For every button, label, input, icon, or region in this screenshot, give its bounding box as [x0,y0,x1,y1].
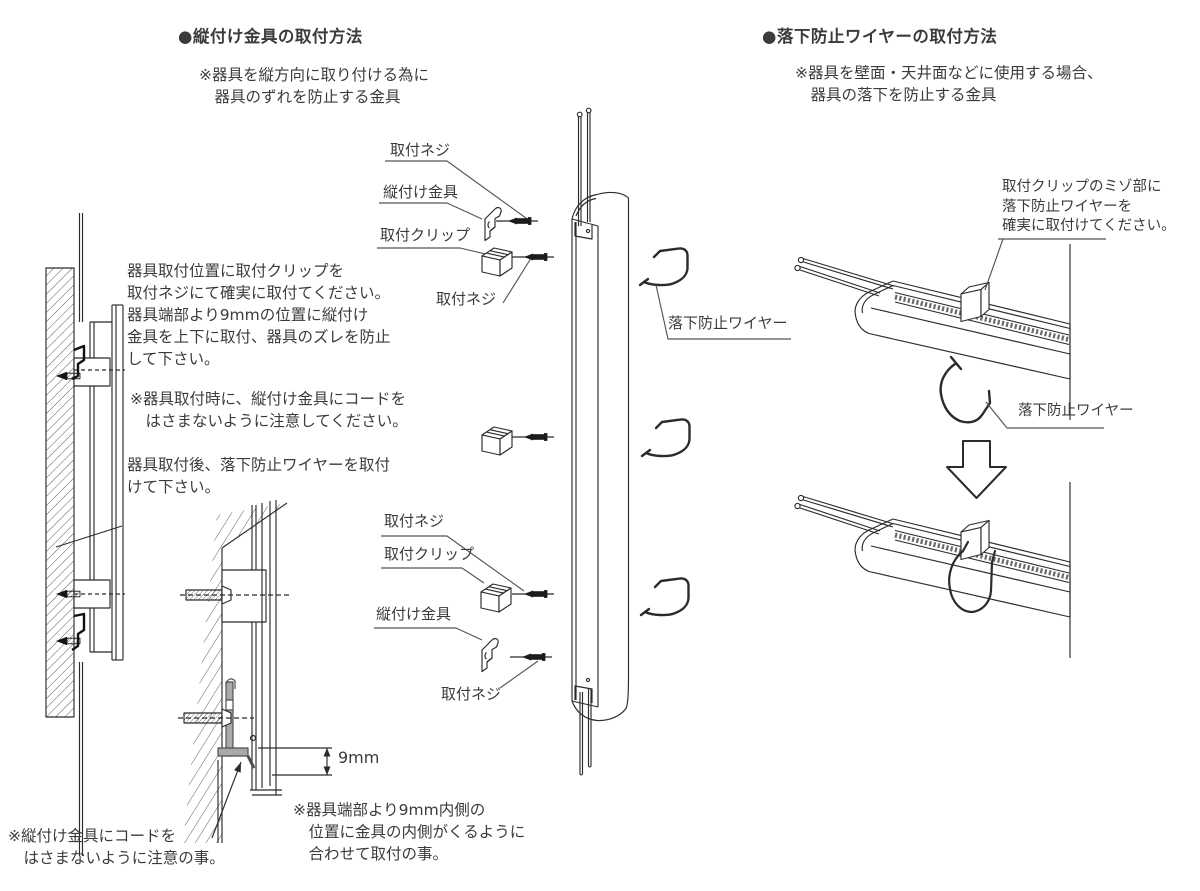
wall-section-drawing [45,213,125,856]
bracket-parts-upper [377,160,555,304]
subtitle-fall-prevention: ※器具を壁面・天井面などに使用する場合、 器具の落下を防止する金具 [795,64,1103,104]
label-screw-lower-top: 取付ネジ [384,512,445,530]
instruction-paragraph-2: ※器具取付時に、縦付け金具にコードを はさまないように注意してください。 [130,390,408,430]
label-clip-upper: 取付クリップ [380,226,471,244]
bracket-parts-lower [374,535,555,689]
instruction-paragraph-3: 器具取付後、落下防止ワイヤーを取付 けて下さい。 [127,456,391,496]
rail-perspective-top [795,238,1106,420]
label-screw-lower-bottom: 取付ネジ [441,685,502,703]
instruction-paragraph-1: 器具取付位置に取付クリップを 取付ネジにて確実に取付てください。 器具端部より9… [127,262,391,368]
clip-middle [481,426,555,456]
wire-hook-right [939,355,1104,429]
rail-perspective-bottom [795,482,1070,658]
section-title-vertical-bracket: ●縦付け金具の取付方法 [178,27,363,46]
wire-hooks [638,247,791,617]
label-screw-upper-top: 取付ネジ [390,141,451,159]
down-arrow-icon [946,440,1007,499]
label-wire-left: 落下防止ワイヤー [668,314,788,332]
note-clip-groove: 取付クリップのミゾ部に 落下防止ワイヤーを 確実に取付けてください。 [1002,179,1176,234]
label-wire-right: 落下防止ワイヤー [1018,403,1134,419]
note-cord-caution: ※縦付け金具にコードを はさまないように注意の事。 [8,827,225,867]
label-dimension-9mm: 9mm [338,748,380,767]
dimension-9mm-lines [258,747,332,776]
label-screw-upper-bottom: 取付ネジ [436,290,497,308]
fixture-front-drawing [571,107,630,776]
section-title-fall-prevention: ●落下防止ワイヤーの取付方法 [762,27,998,46]
label-bracket-lower: 縦付け金具 [376,605,452,623]
note-9mm-offset: ※器具端部より9mm内側の 位置に金具の内側がくるように 合わせて取付の事。 [293,801,526,863]
label-bracket-upper: 縦付け金具 [383,183,459,201]
detail-section-drawing [178,500,332,843]
subtitle-vertical-bracket: ※器具を縦方向に取り付ける為に 器具のずれを防止する金具 [199,66,429,106]
label-clip-lower: 取付クリップ [384,545,475,563]
